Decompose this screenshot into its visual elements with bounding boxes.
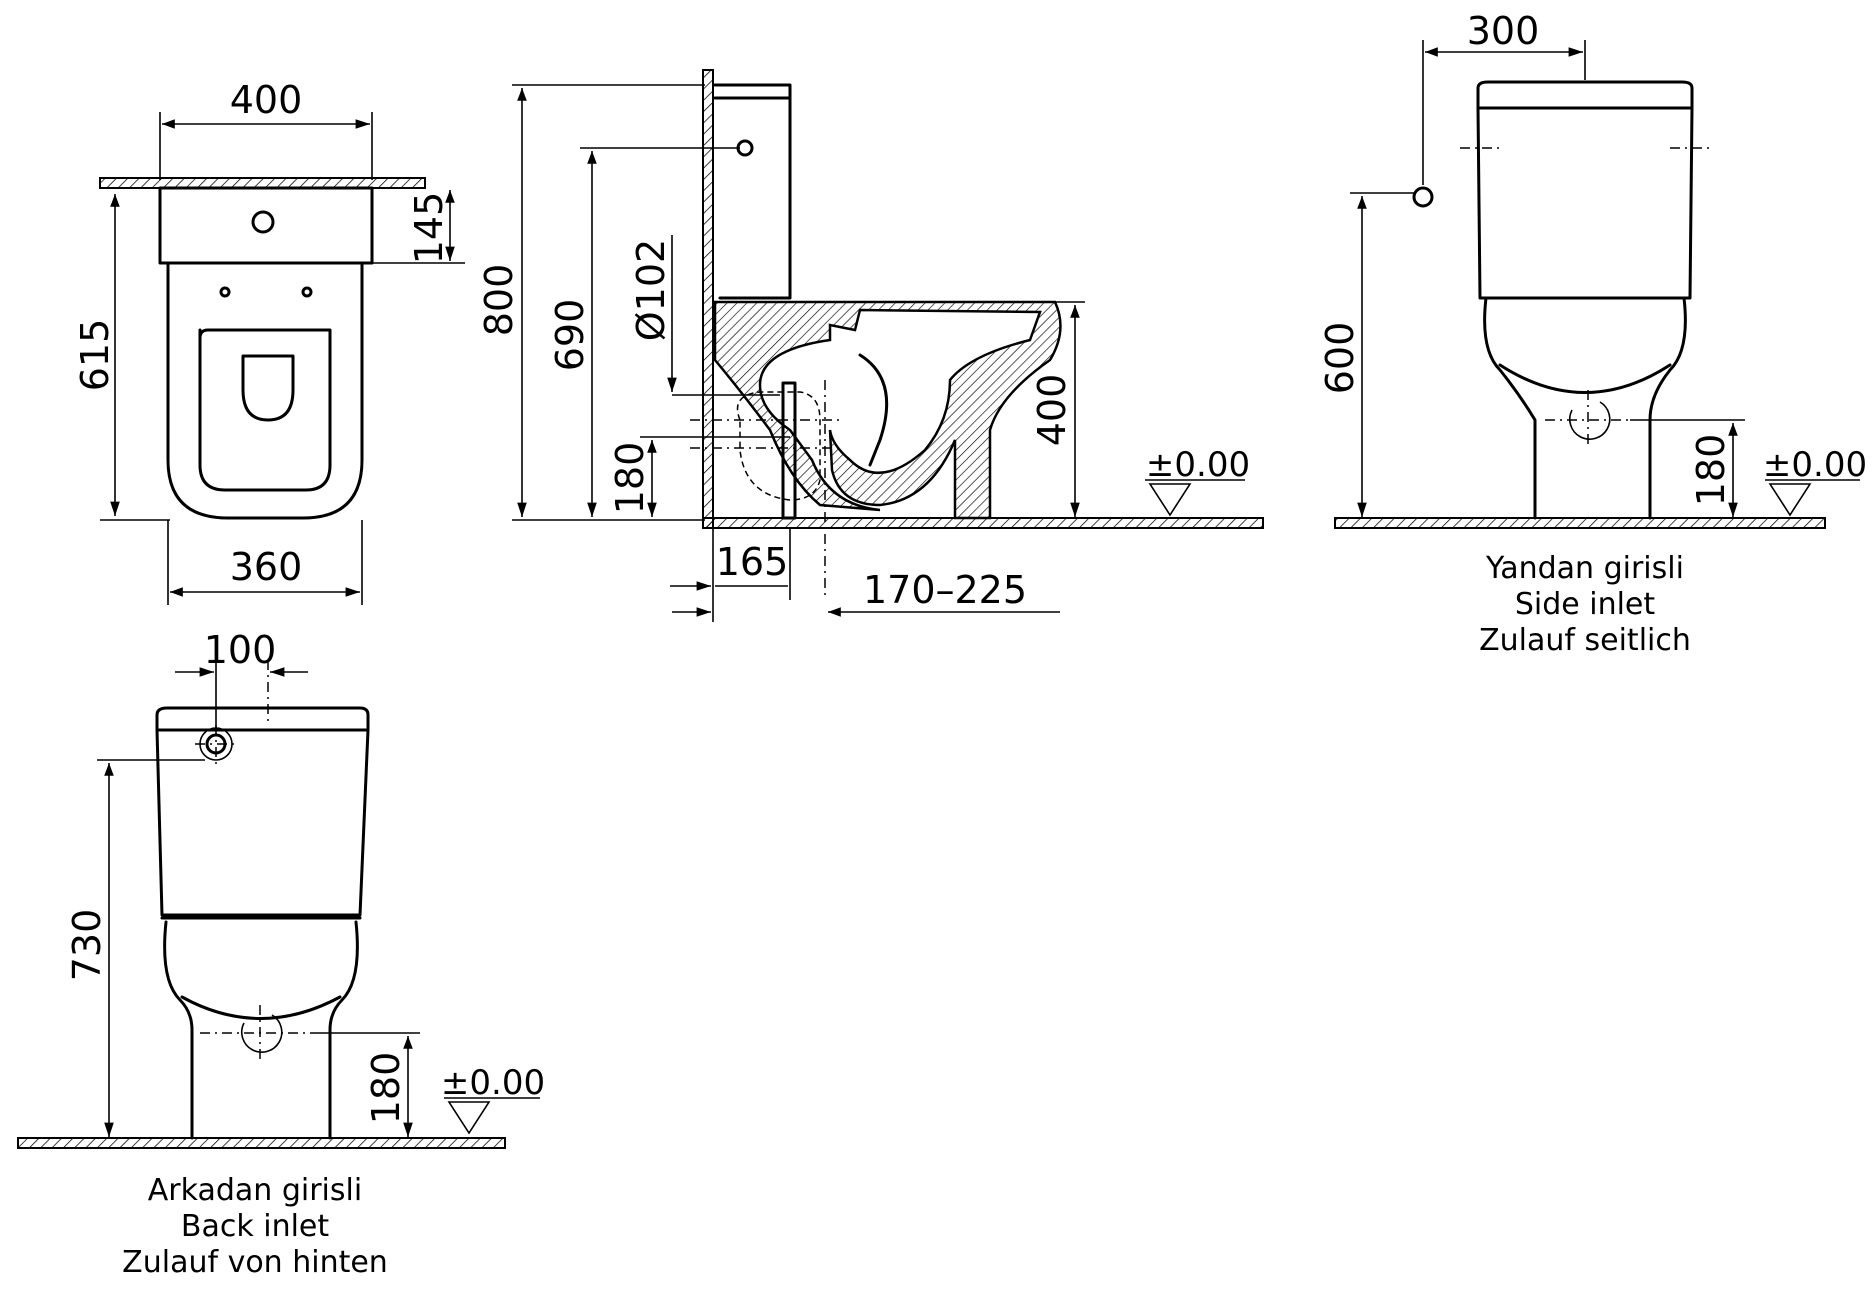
dim-seat-height: 400 bbox=[1030, 374, 1074, 447]
side-section-view: 800 690 Ø102 180 400 ±0.00 165 170–225 bbox=[477, 69, 1264, 622]
outlet-dashed bbox=[736, 391, 821, 501]
level-marker-side-inlet: ±0.00 bbox=[1763, 445, 1867, 485]
dim-outlet-height: 180 bbox=[608, 442, 652, 515]
inlet-icon bbox=[736, 139, 754, 157]
tank-side bbox=[713, 83, 792, 300]
side-inlet-icon bbox=[1412, 186, 1434, 208]
dim-flush-diameter: Ø102 bbox=[629, 239, 673, 341]
dim-inlet-height-side: 600 bbox=[1318, 322, 1362, 395]
floor-back-inlet bbox=[17, 1137, 506, 1149]
dim-inlet-height-back: 730 bbox=[65, 909, 109, 982]
side-inlet-view: 300 600 180 ±0.00 Yandan girisli Side in… bbox=[1318, 9, 1867, 658]
tank-lid-front bbox=[1476, 80, 1694, 110]
caption-side-inlet-de: Zulauf seitlich bbox=[1479, 623, 1691, 658]
bowl-section bbox=[713, 300, 1062, 520]
bowl-back bbox=[163, 920, 359, 1140]
dim-wall-to-outlet: 165 bbox=[716, 540, 789, 584]
dim-outlet-height-side: 180 bbox=[1689, 434, 1733, 507]
dim-inlet-offset-side: 300 bbox=[1467, 9, 1540, 53]
back-inlet-view: 100 730 180 ±0.00 Arkadan girisli Back i… bbox=[17, 628, 545, 1280]
bowl-outline bbox=[166, 261, 364, 520]
tank-back bbox=[155, 728, 370, 917]
outlet-pipe bbox=[781, 381, 797, 520]
tank-lid-back bbox=[155, 706, 370, 732]
caption-side-inlet-tr: Yandan girisli bbox=[1485, 551, 1684, 586]
tank-front bbox=[1476, 106, 1694, 300]
caption-back-inlet-en: Back inlet bbox=[181, 1209, 330, 1244]
caption-side-inlet-en: Side inlet bbox=[1515, 587, 1656, 622]
dim-width-top: 400 bbox=[230, 78, 303, 122]
dim-height-total: 800 bbox=[477, 264, 521, 337]
dim-depth: 615 bbox=[73, 319, 117, 392]
tank-top-outline bbox=[158, 186, 374, 265]
dim-inlet-offset-back: 100 bbox=[204, 628, 277, 672]
seat-outline bbox=[198, 328, 332, 492]
floor-side-inlet bbox=[1334, 517, 1826, 529]
caption-back-inlet-tr: Arkadan girisli bbox=[148, 1173, 362, 1208]
dim-inlet-height: 690 bbox=[548, 299, 592, 372]
dim-tank-depth: 145 bbox=[407, 192, 451, 265]
level-marker-back-inlet: ±0.00 bbox=[441, 1063, 545, 1103]
dim-outlet-range: 170–225 bbox=[863, 568, 1027, 612]
dim-width-bottom: 360 bbox=[230, 545, 303, 589]
bowl-opening bbox=[241, 354, 295, 422]
bowl-front bbox=[1483, 296, 1687, 520]
level-marker-side: ±0.00 bbox=[1146, 445, 1250, 485]
caption-back-inlet-de: Zulauf von hinten bbox=[122, 1245, 388, 1280]
wall-section bbox=[702, 69, 714, 529]
top-view: 400 615 145 360 bbox=[73, 78, 465, 605]
seat-hole-icon bbox=[219, 286, 231, 298]
seat-hole-icon bbox=[301, 286, 313, 298]
flush-button-icon bbox=[251, 210, 275, 234]
dim-outlet-height-back: 180 bbox=[364, 1052, 408, 1125]
